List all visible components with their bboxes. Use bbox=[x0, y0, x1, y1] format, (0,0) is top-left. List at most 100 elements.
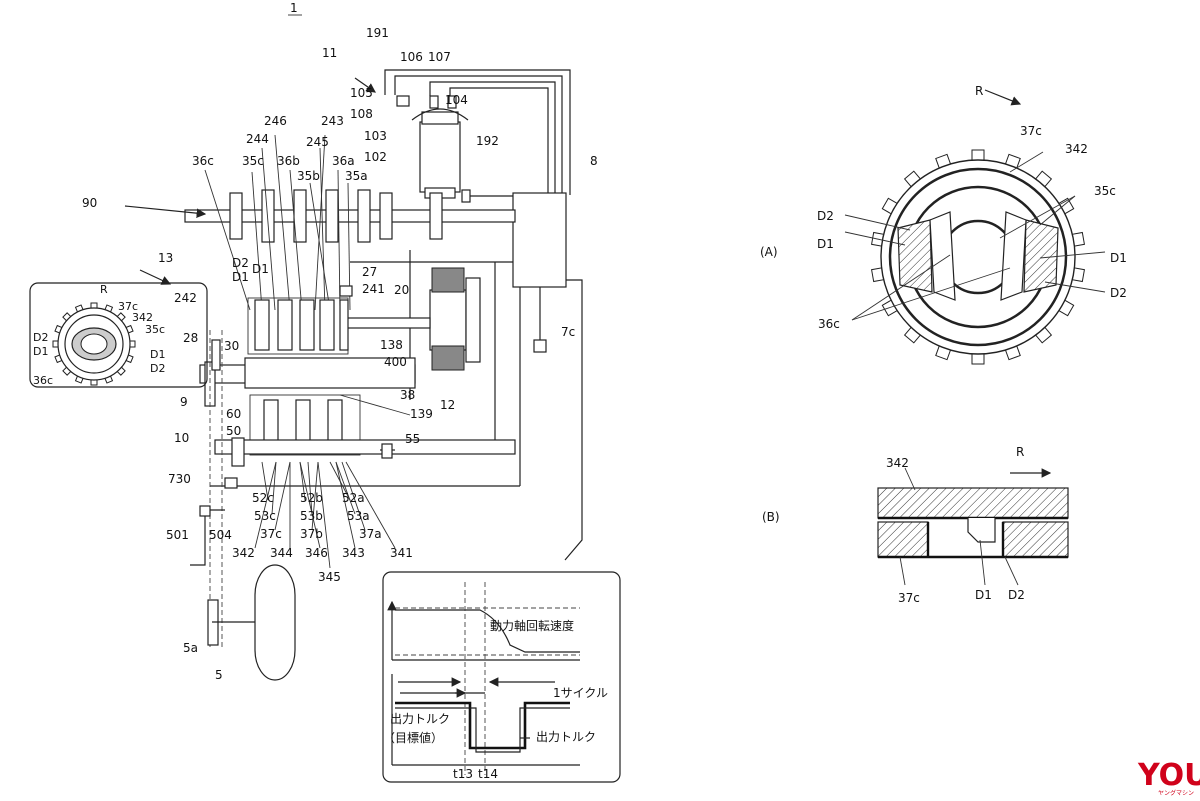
label-20: 20 bbox=[394, 283, 409, 297]
inset-labels: R 37c 342 35c D2 D1 D1 D2 36c bbox=[33, 283, 165, 387]
label-36b: 36b bbox=[277, 154, 300, 168]
label-107: 107 bbox=[428, 50, 451, 64]
label-11: 11 bbox=[322, 46, 337, 60]
leader-lines-bottom bbox=[254, 394, 411, 569]
inset-label-r: R bbox=[100, 283, 108, 296]
label-t14: t14 bbox=[478, 767, 498, 781]
label-108: 108 bbox=[350, 107, 373, 121]
inset-label-35c: 35c bbox=[145, 323, 165, 336]
panel-a-tag: (A) bbox=[760, 245, 778, 259]
control-wiring bbox=[384, 69, 571, 203]
cycle-label: 1サイクル bbox=[553, 686, 608, 700]
label-35b: 35b bbox=[297, 169, 320, 183]
label-346: 346 bbox=[305, 546, 328, 560]
label-343: 343 bbox=[342, 546, 365, 560]
panel-a-label-d1-b: D1 bbox=[1110, 251, 1127, 265]
panel-a-label-d1-a: D1 bbox=[817, 237, 834, 251]
main-labels: 11 191 106 107 105 104 108 103 102 192 8… bbox=[82, 26, 598, 682]
watermark-logo: YOU bbox=[1137, 758, 1200, 793]
graph-leader bbox=[564, 279, 583, 561]
panel-a-dog-gear: (A) R 37c 342 35c D2 D1 D1 D2 36c bbox=[760, 84, 1127, 365]
rear-wheel bbox=[254, 564, 296, 681]
label-244: 244 bbox=[246, 132, 269, 146]
panel-a-label-342: 342 bbox=[1065, 142, 1088, 156]
engine-cylinder bbox=[396, 95, 469, 230]
label-192: 192 bbox=[476, 134, 499, 148]
label-28: 28 bbox=[183, 331, 198, 345]
label-52c: 52c bbox=[252, 491, 274, 505]
label-50: 50 bbox=[226, 424, 241, 438]
torque-target-label-1: 出力トルク bbox=[390, 712, 450, 726]
inset-gear-left bbox=[29, 282, 208, 388]
label-38: 38 bbox=[400, 388, 415, 402]
label-246: 246 bbox=[264, 114, 287, 128]
label-36a: 36a bbox=[332, 154, 355, 168]
panel-a-label-35c: 35c bbox=[1094, 184, 1116, 198]
label-5a: 5a bbox=[183, 641, 198, 655]
panel-b-label-r: R bbox=[1016, 445, 1024, 459]
torque-target-label-2: （目標値） bbox=[383, 730, 443, 745]
panel-b-label-37c: 37c bbox=[898, 591, 920, 605]
label-139: 139 bbox=[410, 407, 433, 421]
figure-number: 1 bbox=[290, 1, 298, 15]
panel-b-section: (B) 342 R 37c D1 D2 bbox=[762, 445, 1069, 605]
label-60: 60 bbox=[226, 407, 241, 421]
inset-label-36c: 36c bbox=[33, 374, 53, 387]
label-504: 504 bbox=[209, 528, 232, 542]
label-36c: 36c bbox=[192, 154, 214, 168]
gear-shafts bbox=[199, 262, 547, 487]
label-d2: D2 bbox=[232, 256, 249, 270]
inset-label-d2-b: D2 bbox=[150, 362, 165, 375]
label-103: 103 bbox=[364, 129, 387, 143]
label-342: 342 bbox=[232, 546, 255, 560]
label-345: 345 bbox=[318, 570, 341, 584]
label-52b: 52b bbox=[300, 491, 323, 505]
label-55: 55 bbox=[405, 432, 420, 446]
label-730: 730 bbox=[168, 472, 191, 486]
label-242: 242 bbox=[174, 291, 197, 305]
panel-a-label-d2-b: D2 bbox=[1110, 286, 1127, 300]
label-344: 344 bbox=[270, 546, 293, 560]
label-105: 105 bbox=[350, 86, 373, 100]
drive-chain bbox=[190, 330, 296, 681]
panel-b-label-d1: D1 bbox=[975, 588, 992, 602]
label-104: 104 bbox=[445, 93, 468, 107]
panel-b-label-342: 342 bbox=[886, 456, 909, 470]
label-12: 12 bbox=[440, 398, 455, 412]
label-8: 8 bbox=[590, 154, 598, 168]
torque-actual-label: 出力トルク bbox=[536, 730, 596, 744]
label-9: 9 bbox=[180, 395, 188, 409]
label-35c: 35c bbox=[242, 154, 264, 168]
label-53c: 53c bbox=[254, 509, 276, 523]
inset-label-37c: 37c bbox=[118, 300, 138, 313]
inset-label-d1-b: D1 bbox=[150, 348, 165, 361]
panel-a-label-d2-a: D2 bbox=[817, 209, 834, 223]
label-400: 400 bbox=[384, 355, 407, 369]
label-243: 243 bbox=[321, 114, 344, 128]
label-191: 191 bbox=[366, 26, 389, 40]
label-138: 138 bbox=[380, 338, 403, 352]
label-d1-a: D1 bbox=[232, 270, 249, 284]
label-52a: 52a bbox=[342, 491, 365, 505]
label-37c: 37c bbox=[260, 527, 282, 541]
label-13: 13 bbox=[158, 251, 173, 265]
label-37a: 37a bbox=[359, 527, 382, 541]
main-drawing bbox=[124, 69, 583, 681]
label-5: 5 bbox=[215, 668, 223, 682]
actual-torque-line bbox=[395, 707, 570, 753]
panel-b-label-d2: D2 bbox=[1008, 588, 1025, 602]
target-torque-line bbox=[395, 701, 570, 750]
clutch-assembly bbox=[339, 250, 513, 400]
label-102: 102 bbox=[364, 150, 387, 164]
label-10: 10 bbox=[174, 431, 189, 445]
label-27: 27 bbox=[362, 265, 377, 279]
timing-graph: 動力軸回転速度 1サイクル 出力トルク （目標値） 出力トルク t13 t14 bbox=[382, 571, 621, 783]
label-245: 245 bbox=[306, 135, 329, 149]
label-53b: 53b bbox=[300, 509, 323, 523]
inset-label-d1-a: D1 bbox=[33, 345, 48, 358]
panel-a-label-r: R bbox=[975, 84, 983, 98]
panel-a-label-36c: 36c bbox=[818, 317, 840, 331]
label-106: 106 bbox=[400, 50, 423, 64]
inset-label-342: 342 bbox=[132, 311, 153, 324]
